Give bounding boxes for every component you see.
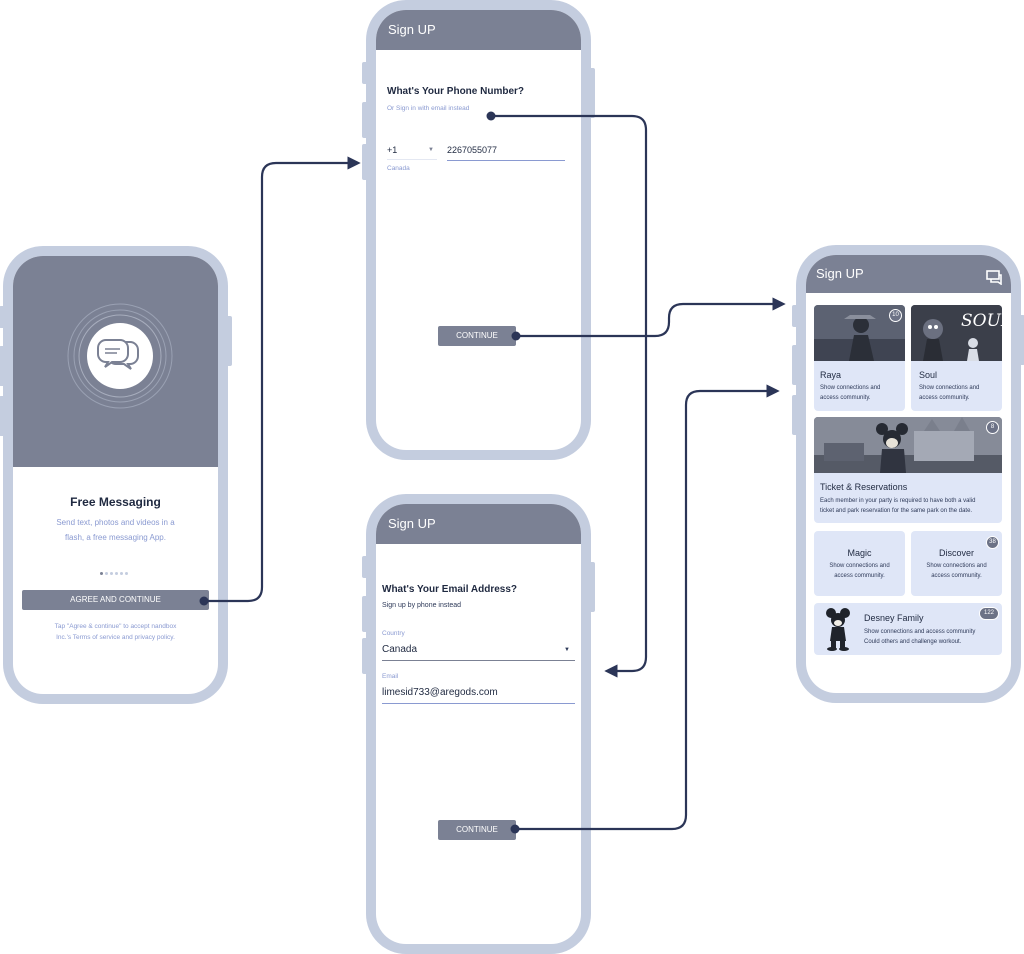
email-signup-phone: Sign UP What's Your Email Address? Sign … — [362, 494, 595, 954]
soul-title-art: SOUL — [961, 311, 1002, 331]
card-desc-line2: access community. — [820, 395, 871, 401]
phone-heading: What's Your Phone Number? — [387, 86, 525, 97]
email-heading: What's Your Email Address? — [382, 584, 517, 595]
page-dot — [115, 572, 118, 575]
card-title: Soul — [919, 370, 938, 380]
chat-bubbles-icon[interactable] — [986, 269, 1004, 285]
country-code[interactable]: +1 — [387, 145, 398, 155]
welcome-phone: Free Messaging Send text, photos and vid… — [0, 246, 232, 704]
card-desc-line2: access community. — [919, 395, 970, 401]
terms-line2[interactable]: Inc.'s Terms of service and privacy poli… — [56, 634, 175, 641]
country-name: Canada — [387, 165, 410, 172]
chevron-down-icon[interactable]: ▼ — [428, 147, 434, 153]
flow-arrow-phone-continue-to-home — [516, 297, 786, 338]
home-phone: Sign UP 10 Raya Show connections and acc… — [792, 245, 1024, 703]
card-desc-line2: access community. — [931, 573, 982, 579]
page-dot — [105, 572, 108, 575]
chevron-down-icon[interactable]: ▼ — [564, 647, 570, 653]
card-magic[interactable]: Magic Show connections and access commun… — [814, 531, 905, 596]
page-indicator — [100, 572, 140, 576]
mickey-image — [826, 608, 850, 651]
tickets-image — [814, 417, 1002, 473]
terms-line1: Tap "Agree & continue" to accept nandbox — [54, 623, 177, 630]
card-title: Raya — [820, 370, 842, 380]
continue-button[interactable]: CONTINUE — [438, 326, 516, 346]
card-desc-line1: Show connections and — [926, 563, 987, 569]
card-tickets[interactable]: 8 Ticket & Reservations Each member in y… — [814, 417, 1002, 523]
card-desc-line2: access community. — [834, 573, 885, 579]
flow-arrow-email-continue-to-home — [515, 384, 780, 831]
welcome-title: Free Messaging — [70, 495, 161, 509]
email-underline — [382, 703, 575, 704]
card-desc-line1: Show connections and access community — [864, 629, 976, 635]
welcome-subtitle-line1: Send text, photos and videos in a — [56, 518, 175, 527]
card-desc-line1: Show connections and — [820, 385, 881, 391]
card-desc-line2: ticket and park reservation for the same… — [820, 508, 973, 514]
card-title: Discover — [938, 548, 974, 558]
welcome-hero — [13, 256, 218, 467]
badge-raya: 10 — [889, 309, 902, 322]
page-dot — [120, 572, 123, 575]
appbar-title: Sign UP — [816, 266, 864, 281]
email-signup-screen: Sign UP What's Your Email Address? Sign … — [376, 504, 581, 944]
card-raya[interactable]: 10 Raya Show connections and access comm… — [814, 305, 905, 411]
country-underline — [382, 660, 575, 661]
card-family[interactable]: 122 Desney Family Show connections and a… — [814, 603, 1002, 655]
email-signin-link[interactable]: Or Sign in with email instead — [387, 105, 470, 112]
appbar-title: Sign UP — [388, 516, 436, 531]
phone-signup-phone: Sign UP What's Your Phone Number? Or Sig… — [362, 0, 595, 460]
phone-signup-screen: Sign UP What's Your Phone Number? Or Sig… — [376, 10, 581, 450]
appbar: Sign UP — [376, 504, 581, 544]
card-desc-line1: Show connections and — [919, 385, 980, 391]
continue-button[interactable]: CONTINUE — [438, 820, 516, 840]
castle-mickey-image — [814, 417, 1002, 473]
soul-image: SOUL — [911, 305, 1002, 361]
badge-family: 122 — [979, 607, 999, 620]
email-input[interactable]: limesid733@aregods.com — [382, 687, 498, 698]
phone-input[interactable]: 2267055077 — [447, 145, 498, 155]
appbar-title: Sign UP — [388, 22, 436, 37]
chat-bubbles-icon — [67, 303, 173, 409]
card-discover[interactable]: 38 Discover Show connections and access … — [911, 531, 1002, 596]
appbar: Sign UP — [806, 255, 1011, 293]
card-title: Magic — [847, 548, 872, 558]
card-desc-line1: Each member in your party is required to… — [820, 498, 976, 504]
badge-tickets: 8 — [986, 421, 999, 434]
phone-signup-link[interactable]: Sign up by phone instead — [382, 602, 462, 609]
page-dot — [100, 572, 103, 575]
page-dot — [110, 572, 113, 575]
country-label: Country — [382, 630, 405, 637]
phone-input-underline — [447, 160, 565, 161]
welcome-subtitle-line2: flash, a free messaging App. — [65, 533, 166, 542]
flow-arrow-agree-to-phone — [204, 156, 361, 603]
flow-arrow-email-link-to-email — [491, 114, 648, 678]
soul-poster-image — [911, 305, 1002, 361]
agree-and-continue-button[interactable]: AGREE AND CONTINUE — [22, 590, 209, 610]
card-title: Desney Family — [864, 613, 924, 623]
email-label: Email — [382, 673, 399, 680]
country-select[interactable]: Canada — [382, 644, 418, 655]
card-soul[interactable]: SOUL Soul Show connections and access co… — [911, 305, 1002, 411]
country-code-underline — [387, 159, 437, 160]
welcome-screen: Free Messaging Send text, photos and vid… — [13, 256, 218, 694]
card-desc-line2: Could others and challenge workout. — [864, 639, 962, 645]
home-screen: Sign UP 10 Raya Show connections and acc… — [806, 255, 1011, 693]
page-dot — [125, 572, 128, 575]
card-desc-line1: Show connections and — [829, 563, 890, 569]
card-title: Ticket & Reservations — [820, 482, 908, 492]
appbar: Sign UP — [376, 10, 581, 50]
badge-discover: 38 — [986, 536, 999, 549]
